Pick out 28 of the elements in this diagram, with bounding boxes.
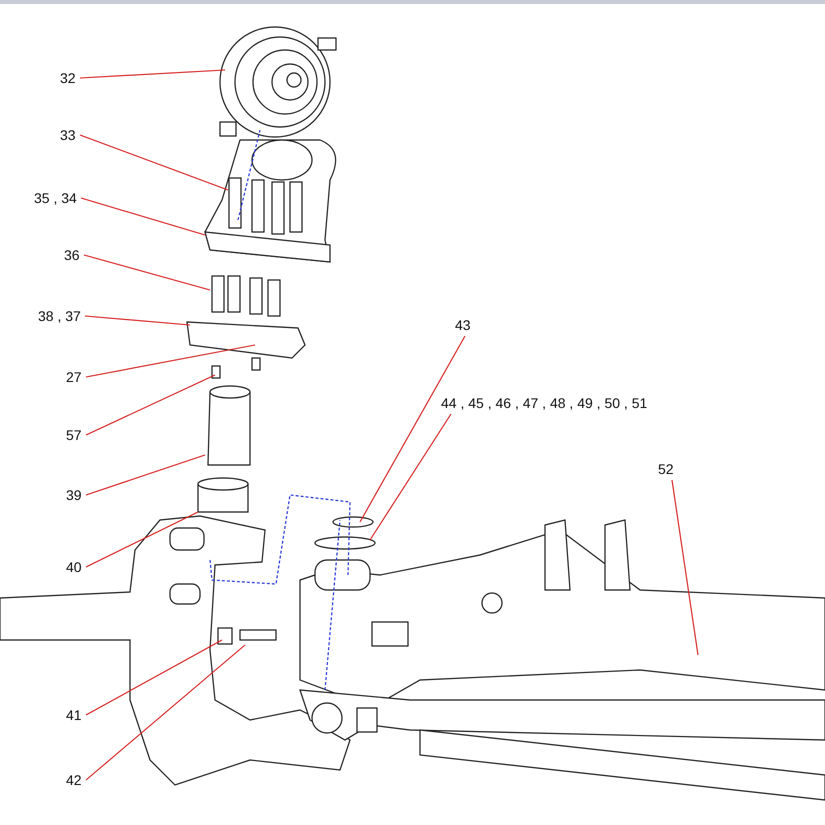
callout-number: 27	[66, 368, 82, 386]
leader-line	[86, 644, 246, 780]
callout-number: 57	[66, 426, 82, 444]
leader-line	[360, 336, 466, 522]
leader-line	[86, 374, 216, 436]
leader-line	[671, 480, 699, 656]
leader-line	[86, 640, 222, 716]
callout-number: 33	[60, 126, 76, 144]
leader-line	[370, 414, 452, 540]
callout-number: 42	[66, 771, 82, 789]
leader-line	[86, 512, 198, 568]
callout-number: 52	[658, 460, 674, 478]
callout-number: 43	[455, 316, 471, 334]
callout-number: 32	[60, 69, 76, 87]
callout-number: 36	[64, 246, 80, 264]
leader-line	[86, 454, 206, 496]
callout-number: 35 , 34	[34, 189, 77, 207]
callout-number: 44 , 45 , 46 , 47 , 48 , 49 , 50 , 51	[441, 394, 648, 412]
leader-line	[84, 315, 190, 326]
callout-number: 38 , 37	[38, 307, 81, 325]
callout-number: 41	[66, 706, 82, 724]
callout-number: 39	[66, 486, 82, 504]
leader-line	[80, 134, 228, 191]
leader-line	[80, 69, 226, 79]
leader-line	[86, 344, 256, 378]
leader-line	[80, 197, 206, 236]
callout-number: 40	[66, 558, 82, 576]
leader-line	[84, 254, 210, 291]
